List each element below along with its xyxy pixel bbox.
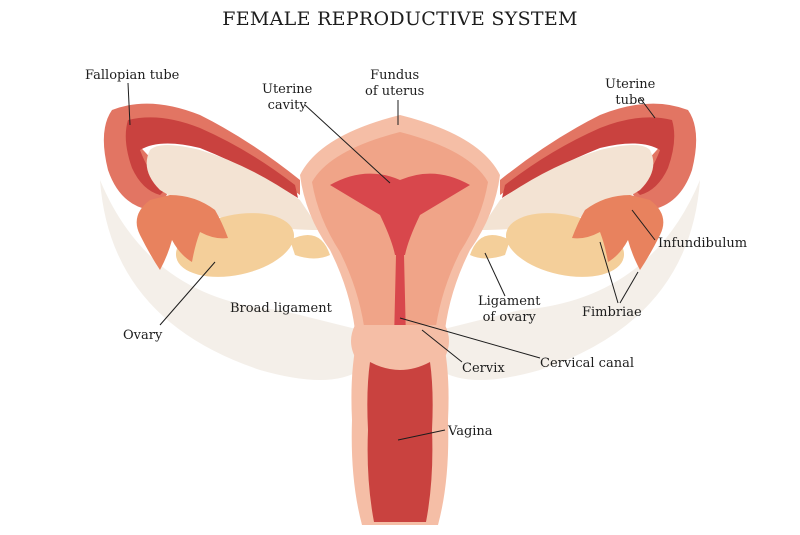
left-mesosalpinx — [146, 145, 320, 230]
right-fimbriae — [572, 195, 664, 270]
leader-lines — [127, 82, 656, 441]
leader-fimbriae-2 — [619, 271, 639, 304]
broad-ligament-background — [100, 180, 700, 380]
label-fimbriae: Fimbriae — [582, 305, 642, 320]
label-fundus-of-uterus: Fundus of uterus — [365, 68, 424, 100]
label-ligament-of-ovary: Ligament of ovary — [478, 294, 540, 326]
leader-fallopian-tube — [127, 82, 131, 126]
label-ovary: Ovary — [123, 328, 163, 343]
label-uterine-tube-line1: Uterine — [605, 77, 656, 92]
leader-cervix — [421, 329, 463, 363]
leader-ligament-of-ovary — [484, 252, 506, 297]
right-ligament-of-ovary — [470, 235, 510, 259]
label-fundus-line1: Fundus — [370, 68, 420, 83]
label-uterine-tube: Uterine tube — [605, 77, 655, 109]
leader-uterine-tube — [639, 97, 656, 119]
label-cervical-canal: Cervical canal — [540, 356, 634, 371]
page-title: FEMALE REPRODUCTIVE SYSTEM — [222, 8, 578, 30]
label-broad-ligament: Broad ligament — [230, 301, 332, 316]
vagina-canal — [367, 362, 433, 522]
left-ligament-of-ovary — [290, 235, 330, 259]
right-mesosalpinx — [480, 145, 654, 230]
label-ligament-line2: of ovary — [482, 310, 536, 325]
label-uterine-cavity-line1: Uterine — [262, 82, 313, 97]
label-uterine-tube-line2: tube — [615, 93, 645, 108]
label-infundibulum: Infundibulum — [658, 236, 748, 251]
left-tube-lumen — [125, 117, 298, 198]
label-uterine-cavity-line2: cavity — [267, 98, 307, 113]
label-fallopian-tube: Fallopian tube — [85, 68, 180, 83]
left-fimbriae — [136, 195, 228, 270]
right-tube-lumen — [502, 117, 675, 198]
label-fundus-line2: of uterus — [365, 84, 425, 99]
leader-cervical-canal — [399, 317, 541, 359]
leader-uterine-cavity — [304, 104, 391, 184]
leader-fimbriae-1 — [599, 241, 619, 304]
label-vagina: Vagina — [448, 424, 493, 439]
uterine-cavity — [330, 173, 470, 255]
leader-infundibulum — [631, 209, 656, 241]
label-ligament-line1: Ligament — [478, 294, 541, 309]
label-cervix: Cervix — [462, 361, 505, 376]
label-uterine-cavity: Uterine cavity — [262, 82, 312, 114]
leader-vagina — [397, 429, 446, 441]
leader-ovary — [159, 261, 216, 326]
cervix — [351, 325, 449, 365]
